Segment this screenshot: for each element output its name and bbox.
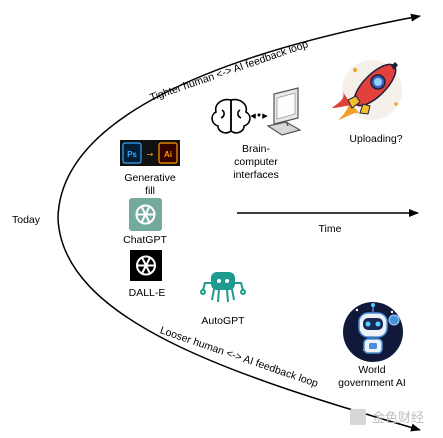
world-gov-label-line2: government AI xyxy=(338,377,406,389)
robot-illustration-icon xyxy=(343,302,403,362)
brain-icon xyxy=(211,98,251,134)
chatgpt-node: ChatGPT xyxy=(123,198,167,246)
autogpt-label: AutoGPT xyxy=(201,315,245,327)
rocket-illustration-icon xyxy=(332,60,402,120)
computer-icon xyxy=(266,87,302,136)
watermark-text: 金色财经 xyxy=(372,410,424,426)
world-gov-label-line1: World xyxy=(358,364,385,376)
watermark-logo-icon xyxy=(350,409,366,425)
upper-curve xyxy=(57,13,421,219)
today-label: Today xyxy=(12,214,41,226)
watermark: 金色财经 xyxy=(350,409,424,426)
chatgpt-label: ChatGPT xyxy=(123,234,167,246)
time-label: Time xyxy=(319,223,342,235)
arrow-icon: → xyxy=(147,150,154,159)
svg-text:Ps: Ps xyxy=(127,150,137,159)
generative-fill-label-line2: fill xyxy=(145,185,155,197)
lower-curve xyxy=(57,217,421,432)
bci-node: ◂•▸ Brain- computer interfaces xyxy=(211,87,302,181)
uploading-label: Uploading? xyxy=(349,133,402,145)
bci-label-line3: interfaces xyxy=(233,169,279,181)
bci-label-line2: computer xyxy=(234,156,278,168)
photoshop-icon xyxy=(122,142,142,164)
bci-label-line1: Brain- xyxy=(242,143,271,155)
double-arrow-icon: ◂•▸ xyxy=(250,109,268,122)
looser-loop-label: Looser human <-> AI feedback loop xyxy=(158,324,319,390)
dalle-node: DALL-E xyxy=(129,250,166,299)
autogpt-node: AutoGPT xyxy=(200,272,246,327)
generative-fill-label-line1: Generative xyxy=(124,172,176,184)
generative-fill-node: Ps → Ai Generative fill xyxy=(120,140,180,197)
uploading-node: Uploading? xyxy=(332,60,403,145)
world-gov-node: World government AI xyxy=(338,302,406,389)
autogpt-octopus-icon xyxy=(200,272,246,303)
svg-text:Ai: Ai xyxy=(164,150,172,159)
illustrator-icon xyxy=(158,142,178,164)
dalle-label: DALL-E xyxy=(129,287,166,299)
